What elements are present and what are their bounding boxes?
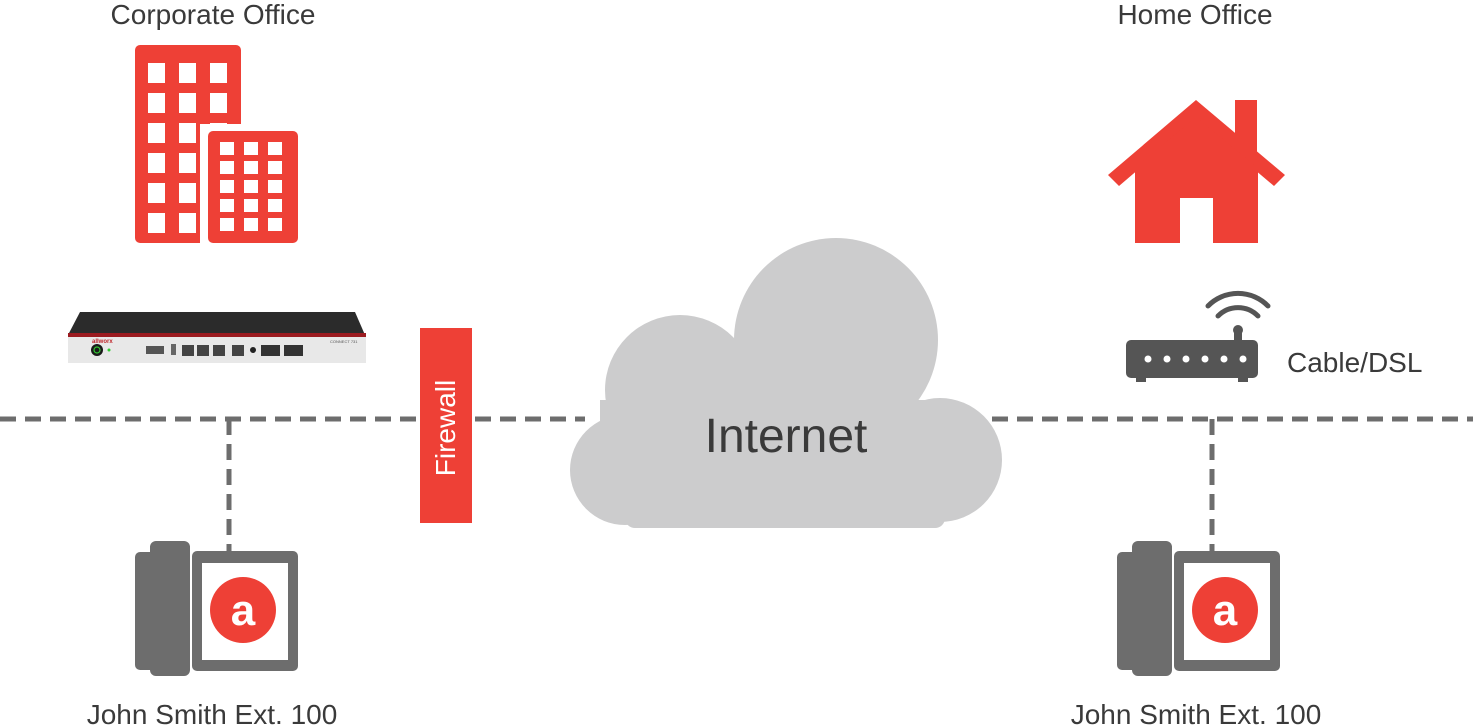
router-wifi-icon [1126,290,1271,382]
phone-right-label: John Smith Ext. 100 [1071,699,1322,727]
house-icon [1108,100,1285,243]
firewall-block: Firewall [420,328,472,523]
device-brand: allworx [92,339,113,345]
allworx-logo-letter: a [1213,586,1238,635]
internet-cloud: Internet [570,238,1002,528]
office-building-icon [135,45,305,250]
firewall-label: Firewall [430,380,461,476]
cable-dsl-label: Cable/DSL [1287,347,1422,378]
desk-phone-icon: a [1117,541,1280,676]
network-lines [0,416,1473,552]
pbx-server-device: allworx CONNECT 731 [68,312,366,363]
internet-label: Internet [705,410,868,463]
desk-phone-icon: a [135,541,298,676]
phone-left-label: John Smith Ext. 100 [87,699,338,727]
allworx-logo-letter: a [231,586,256,635]
home-office-label: Home Office [1117,0,1272,30]
corporate-office-label: Corporate Office [111,0,316,30]
device-model: CONNECT 731 [330,339,358,344]
